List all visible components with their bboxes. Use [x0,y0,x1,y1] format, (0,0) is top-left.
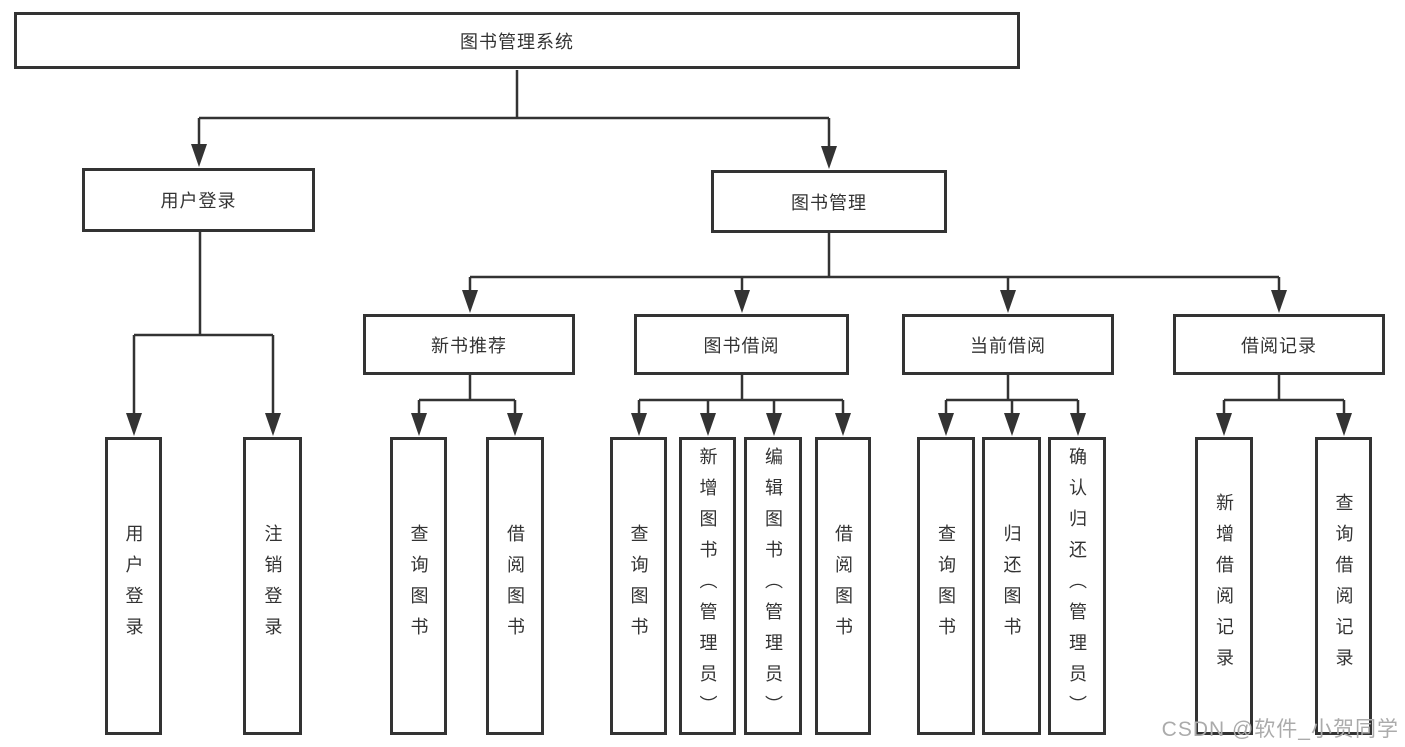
leaf-edit-books-admin: 编辑图书（管理员） [744,437,802,735]
leaf-borrow-books-recommend: 借阅图书 [486,437,544,735]
node-label: 当前借阅 [970,335,1046,356]
node-label: 归还图书 [1001,524,1022,648]
node-label: 查询图书 [628,524,649,648]
node-label: 新增借阅记录 [1214,493,1234,679]
node-label: 确认归还（管理员） [1067,446,1087,726]
leaf-user-login: 用户登录 [105,437,162,735]
node-borrow-records: 借阅记录 [1173,314,1385,375]
node-label: 借阅图书 [505,524,525,648]
leaf-query-books-borrow: 查询图书 [610,437,667,735]
node-user-login: 用户登录 [82,168,315,232]
node-label: 图书管理 [791,192,867,213]
leaf-query-borrow-record: 查询借阅记录 [1315,437,1372,735]
leaf-add-borrow-record: 新增借阅记录 [1195,437,1253,735]
arrowhead-icons [126,144,1352,436]
node-system-root: 图书管理系统 [14,12,1020,69]
node-label: 图书借阅 [703,335,780,356]
leaf-query-books-current: 查询图书 [917,437,975,735]
node-book-borrow: 图书借阅 [634,314,849,375]
node-label: 图书管理系统 [460,31,574,52]
node-label: 新书推荐 [431,335,507,356]
leaf-borrow-books: 借阅图书 [815,437,871,735]
node-label: 借阅记录 [1241,335,1317,356]
node-label: 注销登录 [262,524,283,648]
node-book-management: 图书管理 [711,170,947,233]
node-label: 查询图书 [936,524,956,648]
leaf-add-books-admin: 新增图书（管理员） [679,437,736,735]
leaf-confirm-return-admin: 确认归还（管理员） [1048,437,1106,735]
node-label: 用户登录 [123,524,144,648]
node-label: 用户登录 [160,191,237,211]
leaf-return-books: 归还图书 [982,437,1041,735]
node-new-book-recommend: 新书推荐 [363,314,575,375]
node-current-borrow: 当前借阅 [902,314,1114,375]
csdn-watermark: CSDN @软件_小贺同学 [1161,718,1399,741]
node-label: 查询图书 [408,524,429,648]
leaf-query-books-recommend: 查询图书 [390,437,447,735]
leaf-logout: 注销登录 [243,437,302,735]
node-label: 编辑图书（管理员） [763,446,783,726]
node-label: 查询借阅记录 [1333,493,1354,679]
node-label: 借阅图书 [833,524,853,648]
node-label: 新增图书（管理员） [697,446,718,726]
